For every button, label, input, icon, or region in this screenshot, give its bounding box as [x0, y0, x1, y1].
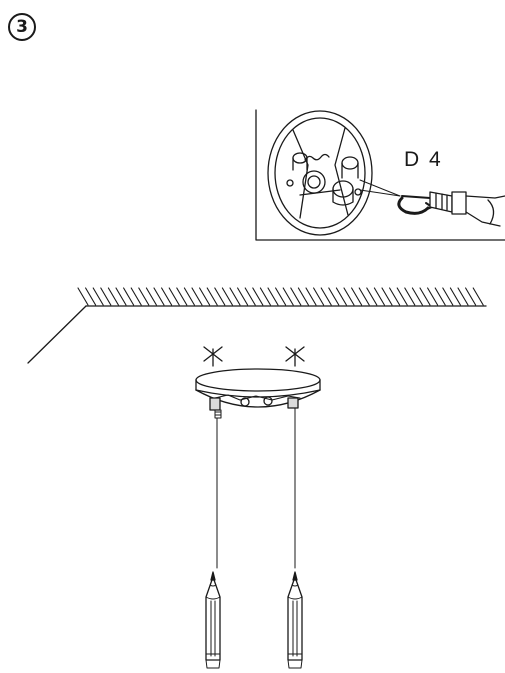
hatch-line: [442, 287, 454, 306]
hatch-line: [237, 287, 249, 306]
hatch-line: [328, 287, 340, 306]
hatch-line: [381, 287, 393, 306]
mounting-base-icon: [267, 110, 373, 236]
hatch-line: [358, 287, 370, 306]
hatch-line: [244, 287, 256, 306]
hatch-line: [206, 287, 218, 306]
drill-size-label: D 4: [404, 148, 443, 171]
screw-icon: [214, 409, 222, 419]
hatch-line: [373, 287, 385, 306]
base-side-view: [195, 368, 321, 411]
ceiling-corner-line: [27, 305, 87, 364]
hatch-line: [343, 287, 355, 306]
hatch-line: [145, 287, 157, 306]
hatch-line: [290, 287, 302, 306]
hatch-line: [123, 287, 135, 306]
hatch-line: [419, 287, 431, 306]
hatch-line: [130, 287, 142, 306]
hatch-line: [199, 287, 211, 306]
hatch-line: [77, 287, 89, 306]
ceiling-icon: [27, 287, 487, 364]
drill-guide-line: [359, 189, 401, 197]
hatch-line: [335, 287, 347, 306]
hatch-line: [92, 287, 104, 306]
hatch-line: [282, 287, 294, 306]
hatch-line: [404, 287, 416, 306]
hatch-line: [221, 287, 233, 306]
step-number-badge: 3: [8, 13, 36, 41]
hatch-line: [191, 287, 203, 306]
drill-guide-line: [359, 179, 401, 197]
pencil-group: [205, 571, 303, 669]
hatch-line: [434, 287, 446, 306]
hatch-line: [138, 287, 150, 306]
drill-icon: [401, 191, 505, 227]
hatch-line: [176, 287, 188, 306]
rotation-arrow: [397, 196, 430, 215]
hatch-line: [107, 287, 119, 306]
hatch-line: [396, 287, 408, 306]
hatch-line: [427, 287, 439, 306]
inset-frame: [255, 109, 505, 241]
pencil-icon: [287, 571, 303, 669]
hatch-line: [275, 287, 287, 306]
hatch-line: [252, 287, 264, 306]
hatch-line: [457, 287, 469, 306]
hatch-line: [297, 287, 309, 306]
hatch-line: [229, 287, 241, 306]
step-number: 3: [16, 17, 28, 37]
ceiling-hatching: [77, 287, 484, 306]
hatch-line: [313, 287, 325, 306]
hatch-line: [320, 287, 332, 306]
hatch-line: [183, 287, 195, 306]
hatch-line: [449, 287, 461, 306]
hatch-line: [351, 287, 363, 306]
hatch-line: [472, 287, 484, 306]
drilling-inset: [255, 109, 505, 241]
hatch-line: [411, 287, 423, 306]
hatch-line: [115, 287, 127, 306]
drill-mark-icon: [203, 346, 305, 367]
hatch-line: [100, 287, 112, 306]
hatch-line: [389, 287, 401, 306]
hatch-line: [465, 287, 477, 306]
hatch-line: [267, 287, 279, 306]
hatch-line: [366, 287, 378, 306]
hatch-line: [305, 287, 317, 306]
hatch-line: [85, 287, 97, 306]
pencil-icon: [205, 571, 221, 669]
hatch-line: [259, 287, 271, 306]
hatch-line: [214, 287, 226, 306]
hatch-line: [168, 287, 180, 306]
hatch-line: [153, 287, 165, 306]
hatch-line: [161, 287, 173, 306]
